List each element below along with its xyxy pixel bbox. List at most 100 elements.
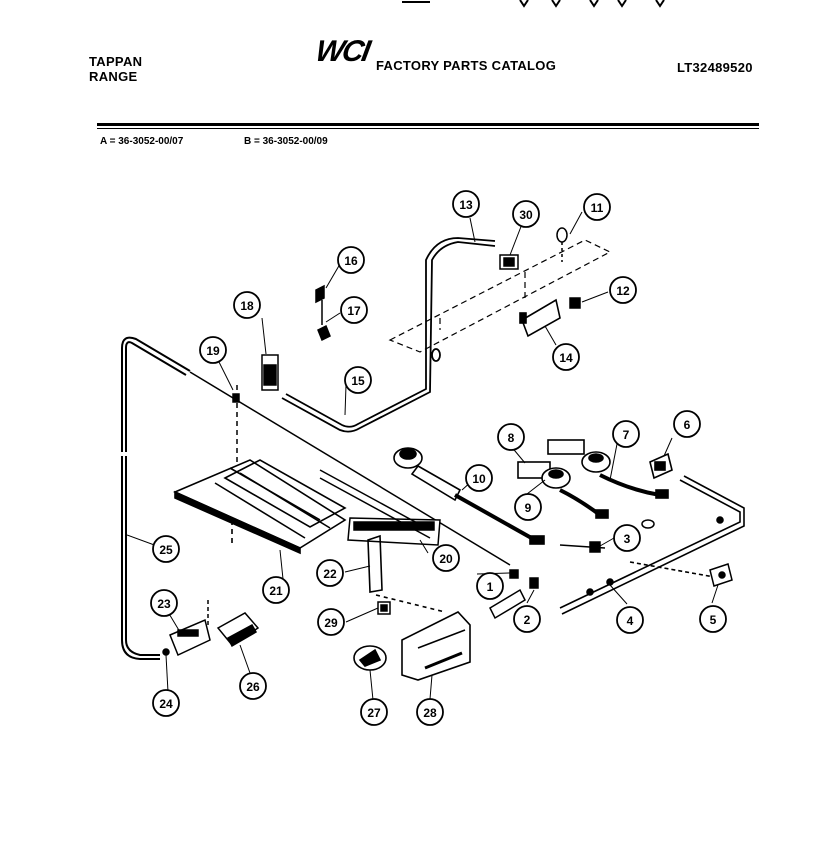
callout-circle [497,423,525,451]
callout-12: 12 [609,276,637,304]
callout-number: 26 [246,680,260,694]
scan-marks [402,0,665,8]
callout-number: 19 [206,344,220,358]
part-11-screw [556,227,568,262]
part-5-fitting [709,563,733,587]
callout-circle [512,200,540,228]
callout-circle [340,296,368,324]
callout-number: 7 [623,428,630,442]
part-6-switch [649,452,673,480]
callout-number: 2 [524,613,531,627]
callout-circle [344,366,372,394]
callout-circle [552,343,580,371]
part-8-9-burners [517,461,609,519]
callout-20: 20 [432,544,460,572]
callout-27: 27 [360,698,388,726]
model-number: LT32489520 [677,60,753,75]
callout-23: 23 [150,589,178,617]
callout-number: 18 [240,299,254,313]
callout-number: 21 [269,584,283,598]
callout-5: 5 [699,605,727,633]
callout-18: 18 [233,291,261,319]
callout-number: 13 [459,198,473,212]
part-29-clip [377,601,391,615]
callout-circle [233,291,261,319]
callout-number: 29 [324,616,338,630]
part-20-strip [319,469,441,546]
callout-2: 2 [513,605,541,633]
callout-26: 26 [239,672,267,700]
callout-circle [452,190,480,218]
callout-number: 23 [157,597,171,611]
callout-number: 9 [525,501,532,515]
callout-number: 14 [559,351,573,365]
brand-line-2: RANGE [89,69,138,84]
part-25-tube [121,336,191,660]
callout-17: 17 [340,296,368,324]
callout-circle [465,464,493,492]
callout-15: 15 [344,366,372,394]
callout-11: 11 [583,193,611,221]
part-27-clip [353,645,387,671]
callout-7: 7 [612,420,640,448]
callout-circle [150,589,178,617]
callout-14: 14 [552,343,580,371]
callout-25: 25 [152,535,180,563]
part-16-17-screws [315,284,331,342]
part-14-bracket [519,298,561,338]
brand-line-1: TAPPAN [89,54,143,69]
part-23-ignitor [162,600,211,657]
header-rule [97,123,759,126]
callout-number: 6 [684,418,691,432]
callout-circle [317,608,345,636]
callout-circle [262,576,290,604]
callout-circle [416,698,444,726]
callout-24: 24 [152,689,180,717]
leader-lines [126,211,719,701]
part-7-burner [547,439,669,499]
part-10-burner [393,447,545,545]
callout-number: 15 [351,374,365,388]
part-26-bracket [216,612,260,648]
callout-circle [360,698,388,726]
part-18-block [261,354,279,391]
code-b: B = 36-3052-00/09 [244,136,328,147]
callout-circle [239,672,267,700]
callout-circle [316,559,344,587]
callout-circle [476,572,504,600]
part-12-clip [569,297,581,309]
part-21-plates [173,459,347,555]
callout-number: 3 [624,532,631,546]
part-14-panel [388,239,612,353]
callout-number: 22 [323,567,337,581]
callout-13: 13 [452,190,480,218]
callout-19: 19 [199,336,227,364]
callout-circle [613,524,641,552]
callout-circle [337,246,365,274]
callout-number: 5 [710,613,717,627]
callout-circle [513,605,541,633]
part-3-valve [559,519,655,553]
callout-circle [152,689,180,717]
callout-circle [199,336,227,364]
header-rule-thin [97,128,759,129]
part-28-cover [401,611,471,681]
brand-label: TAPPAN RANGE [89,54,142,84]
callout-29: 29 [317,608,345,636]
part-19-rod [189,371,511,566]
part-13-15-tube [281,237,496,433]
callout-number: 25 [159,543,173,557]
callout-1: 1 [476,572,504,600]
callout-number: 12 [616,284,630,298]
callout-number: 1 [487,580,494,594]
callout-number: 20 [439,552,453,566]
callout-circle [612,420,640,448]
callout-number: 30 [519,208,533,222]
part-1-2-fittings [489,569,539,620]
callout-28: 28 [416,698,444,726]
callout-number: 10 [472,472,486,486]
callout-circle [609,276,637,304]
callout-circle [432,544,460,572]
callout-10: 10 [465,464,493,492]
